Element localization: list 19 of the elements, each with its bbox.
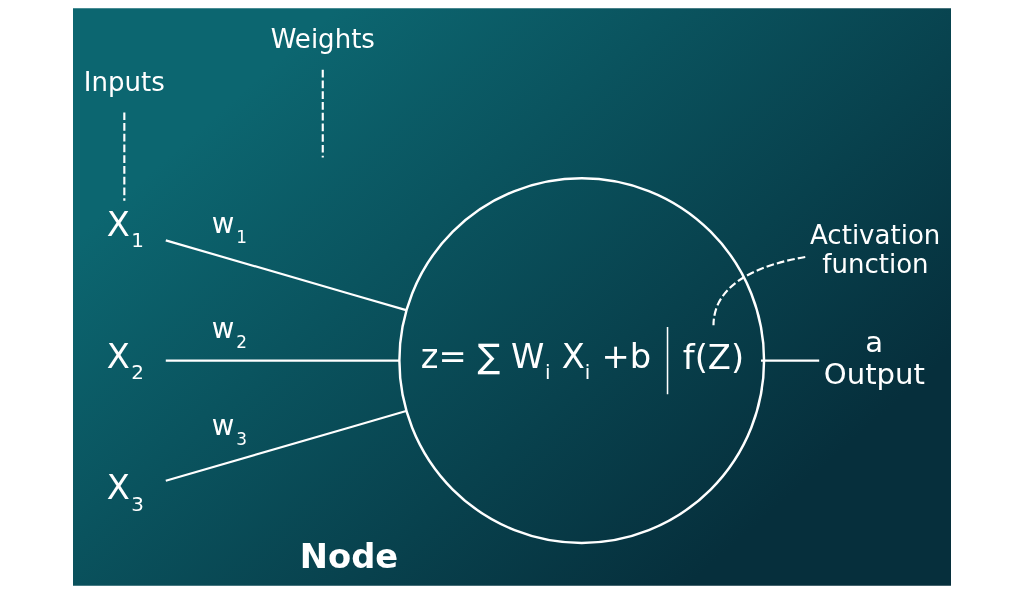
- edge-label: w$_{1}$: [211, 206, 247, 247]
- node-label: Node: [299, 537, 399, 577]
- node-text: X$_{2}$: [106, 336, 144, 385]
- node-text: Weights: [270, 24, 375, 55]
- connector: [165, 359, 400, 362]
- connector: [123, 112, 126, 201]
- connector: [761, 359, 820, 362]
- node-text: a Output: [823, 324, 925, 391]
- node-text: Inputs: [83, 67, 165, 98]
- connector: [321, 69, 324, 158]
- edge-label: w$_{3}$: [211, 408, 247, 449]
- node-circle: z= ∑ W$_{i}$ X$_{i}$ +b f(Z): [398, 177, 766, 545]
- node-text: Activation function: [810, 219, 941, 279]
- edge-label: w$_{2}$: [211, 312, 247, 353]
- connector: [165, 410, 407, 482]
- node-text: X$_{3}$: [106, 468, 144, 516]
- connector: [165, 239, 407, 312]
- node-text: X$_{1}$: [106, 204, 144, 253]
- connector: [712, 255, 806, 326]
